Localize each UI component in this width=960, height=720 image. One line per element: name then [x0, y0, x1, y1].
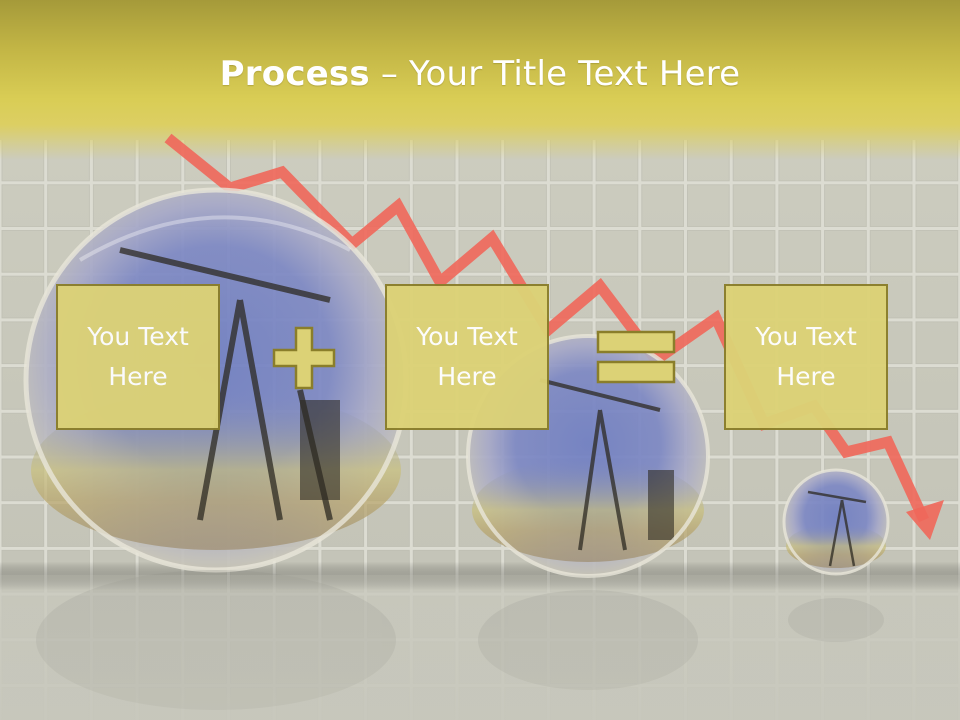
- oil-pump-bubble-small: [782, 468, 890, 576]
- text-box-1[interactable]: You Text Here: [56, 284, 220, 430]
- equals-icon: [596, 330, 676, 384]
- slide-title-rest: Your Title Text Here: [409, 54, 741, 94]
- arrow-head: [906, 500, 944, 540]
- text-box-2[interactable]: You Text Here: [385, 284, 549, 430]
- slide-title-dash: –: [369, 54, 410, 94]
- text-box-3[interactable]: You Text Here: [724, 284, 888, 430]
- slide-title-bold: Process: [219, 54, 370, 94]
- slide-title: Process – Your Title Text Here: [0, 52, 960, 96]
- plus-icon: [272, 326, 336, 390]
- header-band: [0, 0, 960, 160]
